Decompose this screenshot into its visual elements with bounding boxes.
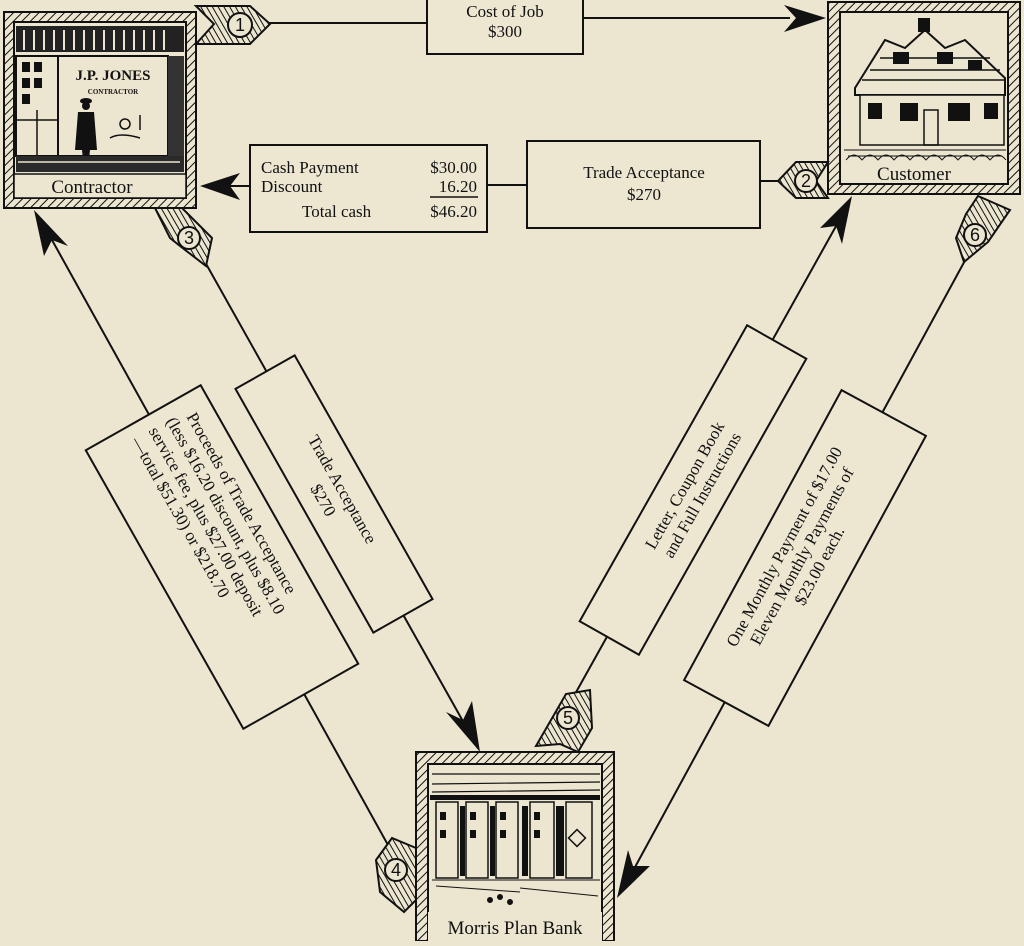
step-number-3: 3 — [184, 228, 194, 248]
step-badge-6: 6 — [954, 194, 1012, 264]
contractor-node[interactable]: J.P. JONES CONTRACTOR Contractor — [3, 11, 197, 209]
customer-node[interactable]: Customer — [827, 1, 1021, 195]
arrowhead-to-contractor-4 — [34, 210, 68, 256]
discount-value: 16.20 — [439, 177, 477, 196]
man-figure — [75, 98, 97, 170]
arrowhead-to-contractor — [200, 173, 240, 200]
step-number-4: 4 — [391, 860, 401, 880]
storefront-illustration: J.P. JONES CONTRACTOR — [15, 26, 184, 172]
arrowhead-to-bank-6 — [617, 850, 650, 898]
trade-acceptance-top-box: Trade Acceptance $270 — [526, 140, 761, 229]
arrowhead-to-customer — [784, 5, 826, 32]
cost-of-job-amount: $300 — [488, 22, 522, 41]
sign-name: J.P. JONES — [76, 68, 151, 84]
total-cash-label: Total cash — [302, 202, 372, 221]
cash-payment-label: Cash Payment — [261, 158, 359, 177]
step-badge-4: 4 — [374, 836, 417, 914]
cost-of-job-box: Cost of Job $300 — [426, 0, 584, 55]
step-badge-3: 3 — [153, 207, 214, 268]
step-badge-5: 5 — [534, 688, 594, 754]
house-illustration — [844, 18, 1007, 161]
trade-acceptance-diagonal-box: Trade Acceptance $270 — [234, 354, 434, 634]
bank-node[interactable]: Morris Plan Bank — [415, 751, 615, 942]
arrowhead-to-customer-5 — [820, 196, 852, 244]
contractor-label: Contractor — [51, 177, 133, 198]
trade-acceptance-top-title: Trade Acceptance — [583, 163, 705, 182]
step-number-2: 2 — [801, 171, 811, 191]
step-badge-2: 2 — [776, 161, 830, 199]
cost-of-job-title: Cost of Job — [466, 2, 543, 21]
step-number-6: 6 — [970, 225, 980, 245]
arrowhead-to-bank-3 — [446, 701, 480, 752]
customer-label: Customer — [877, 164, 952, 185]
discount-label: Discount — [261, 177, 323, 196]
sign-subtitle: CONTRACTOR — [88, 88, 139, 96]
step-number-5: 5 — [563, 708, 573, 728]
cash-payment-value: $30.00 — [430, 158, 477, 177]
step-badge-1: 1 — [193, 5, 272, 45]
step-number-1: 1 — [235, 15, 245, 35]
cash-summary-box: Cash Payment $30.00 Discount 16.20 Total… — [249, 144, 488, 233]
bank-label: Morris Plan Bank — [447, 918, 583, 939]
bank-illustration — [430, 773, 601, 905]
total-cash-value: $46.20 — [430, 202, 477, 221]
trade-acceptance-top-amount: $270 — [627, 185, 661, 204]
